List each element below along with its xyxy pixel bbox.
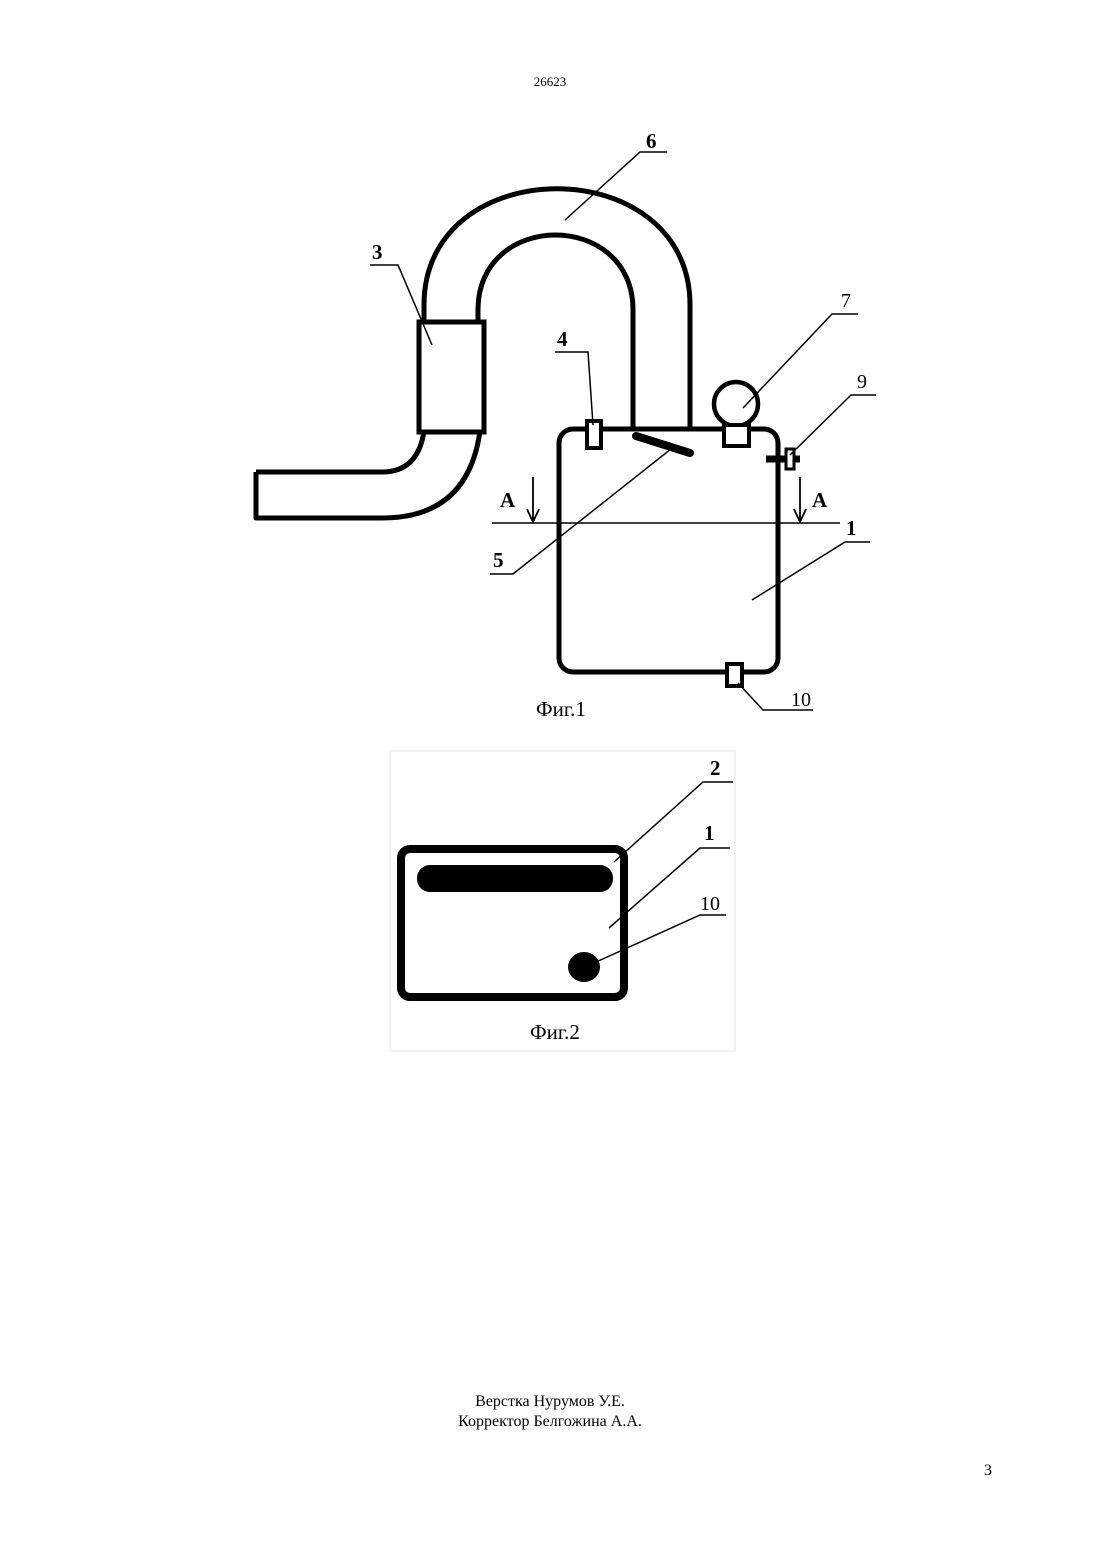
label-5: 5 [493,548,504,572]
inclined-flap [636,436,690,453]
leader-6 [565,152,667,220]
ball-valve-base [724,425,749,446]
tank-body [559,429,778,672]
label-4: 4 [557,327,568,351]
section-arrow-left [527,477,539,522]
label-7: 7 [841,290,851,312]
section-label-left: А [500,488,516,512]
leader-5 [490,445,676,574]
figure-1 [256,152,876,710]
patent-drawing: 6 3 4 7 9 5 1 10 А А Фиг.1 2 1 10 Фиг.2 [0,0,1100,1100]
label-9: 9 [857,371,867,393]
section-arrow-right [794,477,806,522]
label-1: 1 [846,516,857,540]
label-6: 6 [646,129,657,153]
leader-10-fig2 [585,915,726,967]
fig2-label-10: 10 [700,893,720,915]
label-10: 10 [791,689,811,711]
bottom-drain [727,664,742,686]
figure-1-caption: Фиг.1 [536,697,586,721]
layout-credit: Верстка Нурумов У.Е. [0,1392,1100,1412]
fig2-label-2: 2 [710,756,721,780]
figure-2-frame [390,751,735,1051]
leader-4 [555,352,593,425]
label-3: 3 [372,240,383,264]
fig2-label-1: 1 [704,821,715,845]
leader-9 [790,395,876,455]
drain-hole [568,952,600,982]
leader-1 [752,542,870,600]
section-label-right: А [812,488,828,512]
curved-pipe-inner [478,235,633,428]
top-slot [417,865,613,892]
page-number: 3 [984,1462,992,1480]
leader-2 [614,782,733,862]
figure-1-labels: 6 3 4 7 9 5 1 10 А А Фиг.1 [372,129,867,721]
corrector-credit: Корректор Белгожина А.А. [0,1412,1100,1432]
curved-pipe-outer [424,189,690,428]
credits: Верстка Нурумов У.Е. Корректор Белгожина… [0,1392,1100,1432]
fitting-4 [587,421,601,448]
leader-7 [743,314,858,408]
inlet-pipe [256,431,480,518]
figure-2: 2 1 10 Фиг.2 [390,751,735,1051]
ball-valve [714,382,758,426]
figure-2-caption: Фиг.2 [530,1020,580,1044]
